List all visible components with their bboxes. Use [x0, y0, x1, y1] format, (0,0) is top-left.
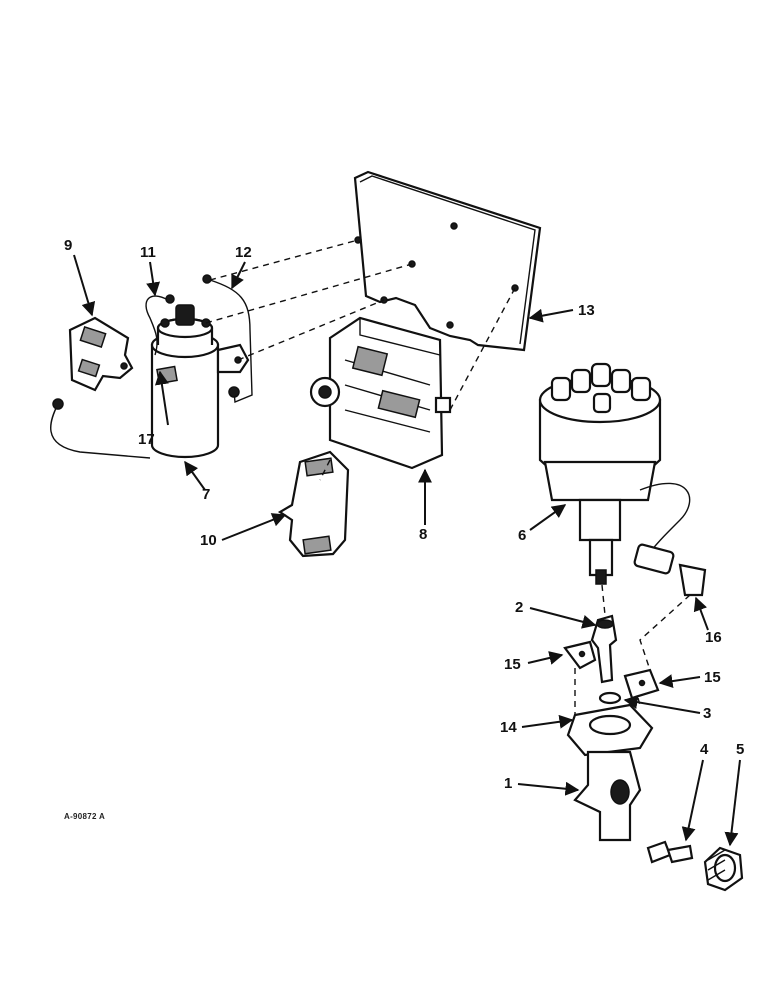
label-part-15-right: 15 [704, 669, 721, 686]
coil-wires [145, 274, 253, 404]
label-part-7: 7 [202, 486, 211, 503]
washer [598, 691, 622, 705]
distributor [538, 362, 707, 597]
ignition-coil [150, 304, 250, 459]
label-part-4: 4 [700, 741, 709, 758]
label-part-5: 5 [736, 741, 745, 758]
leader-arrows [73, 254, 741, 847]
label-part-6: 6 [518, 527, 527, 544]
label-part-3: 3 [703, 705, 712, 722]
plug [703, 846, 744, 892]
label-part-11: 11 [140, 244, 156, 261]
label-part-13: 13 [578, 302, 595, 319]
second-resistor [277, 450, 350, 558]
label-part-2: 2 [515, 599, 524, 616]
fitting [646, 840, 694, 864]
label-part-15-left: 15 [504, 656, 521, 673]
label-part-14: 14 [500, 719, 517, 736]
retainer-right [623, 668, 660, 700]
mounting-plate [353, 170, 542, 352]
label-part-1: 1 [504, 775, 513, 792]
ballast-resistor [50, 316, 151, 459]
label-part-16: 16 [705, 629, 722, 646]
label-part-12: 12 [235, 244, 252, 261]
retainer-left [563, 640, 597, 670]
label-part-17: 17 [138, 431, 155, 448]
drawing-code: A-90872 A [64, 812, 106, 821]
adapter-housing [566, 703, 654, 842]
drive-shaft [590, 614, 618, 684]
label-part-9: 9 [64, 237, 73, 254]
control-module [309, 316, 452, 470]
label-part-8: 8 [419, 526, 428, 543]
assembly-lines [205, 239, 691, 715]
label-part-10: 10 [200, 532, 217, 549]
